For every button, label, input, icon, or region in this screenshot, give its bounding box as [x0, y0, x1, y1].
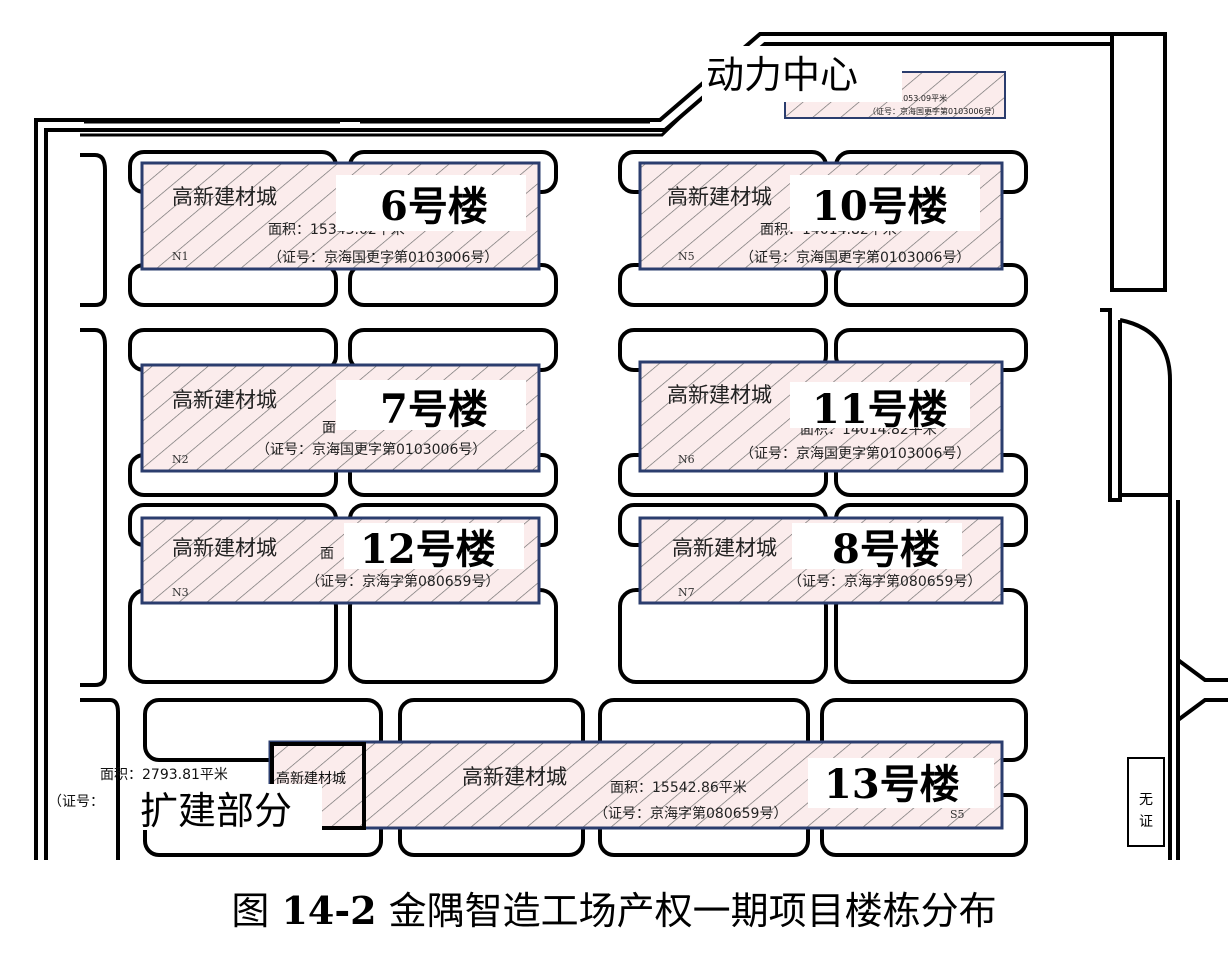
expansion-cert: （证号：: [48, 794, 104, 810]
building-code: N1: [172, 250, 189, 263]
caption-text: 金隅智造工场产权一期项目楼栋分布: [376, 889, 997, 933]
building-code: N3: [172, 586, 189, 599]
building-8: 高新建材城 （证号：京海字第080659号） N7 8号楼: [638, 516, 1004, 605]
power-center-cert: （证号：京海国更字第0103006号）: [868, 106, 1000, 116]
expansion-name-partial: 高新建材城: [276, 770, 346, 787]
site-plan: 面积：1053.09平米 （证号：京海国更字第0103006号） 动力中心 高新…: [34, 32, 1228, 860]
side-box-line1: 无: [1139, 792, 1153, 808]
power-center-area: 面积：1053.09平米: [874, 93, 947, 103]
building-big-label: 12号楼: [360, 526, 496, 573]
building-area: 面积：15542.86平米: [610, 780, 747, 796]
building-name: 高新建材城: [172, 185, 277, 209]
caption-prefix: 图: [231, 889, 282, 933]
side-box-line2: 证: [1139, 814, 1153, 830]
building-big-label: 8号楼: [832, 526, 940, 573]
caption-number: 14-2: [281, 888, 377, 933]
expansion-part: 高新建材城 面积：2793.81平米 （证号： 扩建部分: [48, 742, 366, 833]
building-cert: （证号：京海字第080659号）: [788, 573, 981, 590]
expansion-area: 面积：2793.81平米: [100, 767, 228, 783]
building-code: N6: [678, 453, 695, 466]
building-cert: （证号：京海字第080659号）: [306, 573, 499, 590]
unlicensed-box: 无 证: [1127, 757, 1165, 847]
building-6: 高新建材城 面积：15343.02平米 （证号：京海国更字第0103006号） …: [140, 161, 541, 271]
west-curbs: [80, 153, 120, 860]
building-name: 高新建材城: [672, 536, 777, 560]
building-7: 高新建材城 面 （证号：京海国更字第0103006号） N2 7号楼: [140, 363, 541, 473]
building-area: 面: [322, 420, 336, 436]
building-big-label: 6号楼: [380, 183, 488, 230]
building-code: N5: [678, 250, 695, 263]
building-cert: （证号：京海国更字第0103006号）: [268, 249, 498, 266]
building-cert: （证号：京海国更字第0103006号）: [256, 441, 486, 458]
building-name: 高新建材城: [172, 536, 277, 560]
building-name: 高新建材城: [667, 383, 772, 407]
building-name: 高新建材城: [172, 388, 277, 412]
building-12: 高新建材城 面 （证号：京海字第080659号） N3 12号楼: [140, 516, 541, 605]
building-code: N7: [678, 586, 695, 599]
building-area: 面: [320, 546, 334, 562]
building-code: N2: [172, 453, 189, 466]
outer-roads: [34, 32, 1228, 860]
building-big-label: 7号楼: [380, 386, 488, 433]
figure-caption: 图 14-2 金隅智造工场产权一期项目楼栋分布: [0, 880, 1228, 935]
building-10: 高新建材城 面积：14014.82平米 （证号：京海国更字第0103006号） …: [638, 161, 1004, 271]
building-cert: （证号：京海国更字第0103006号）: [740, 445, 970, 462]
building-name: 高新建材城: [667, 185, 772, 209]
building-cert: （证号：京海国更字第0103006号）: [740, 249, 970, 266]
building-code: S5: [950, 808, 965, 821]
building-11: 高新建材城 面积：14014.82平米 （证号：京海国更字第0103006号） …: [638, 360, 1004, 473]
power-center: 面积：1053.09平米 （证号：京海国更字第0103006号） 动力中心: [702, 46, 1006, 119]
building-13: 高新建材城 面积：15542.86平米 （证号：京海字第080659号） S5 …: [268, 740, 1004, 830]
power-center-label: 动力中心: [706, 53, 858, 97]
building-big-label: 13号楼: [824, 761, 960, 808]
building-cert: （证号：京海字第080659号）: [594, 805, 787, 822]
building-big-label: 10号楼: [812, 183, 948, 230]
building-big-label: 11号楼: [812, 386, 948, 433]
expansion-label: 扩建部分: [140, 789, 292, 833]
building-name: 高新建材城: [462, 765, 567, 789]
